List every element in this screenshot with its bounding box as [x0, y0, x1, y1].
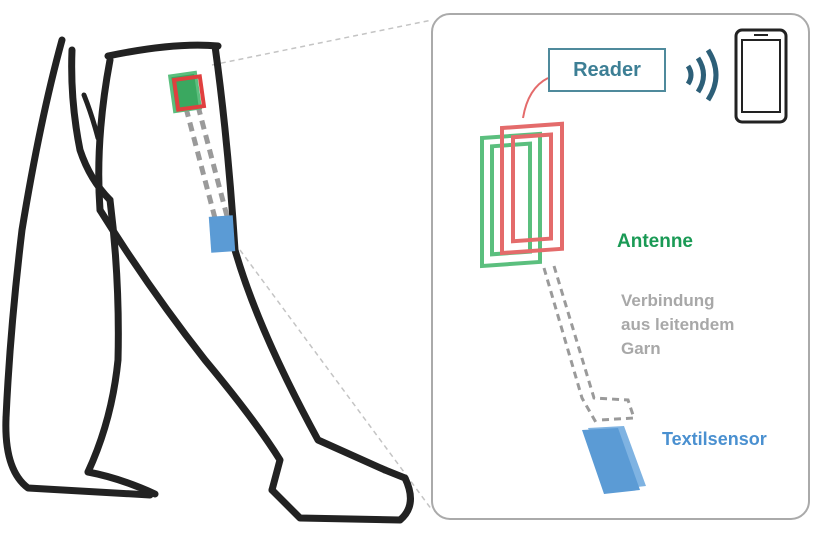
zoom-panel — [431, 13, 810, 520]
front-shoe — [268, 466, 414, 524]
crotch-seam — [95, 56, 114, 214]
textilsensor-label: Textilsensor — [662, 429, 767, 449]
antenne-label: Antenne — [617, 231, 693, 252]
trouser-legs — [2, 36, 414, 524]
zoom-guide-top — [211, 19, 433, 66]
verbindung-label: Verbindung aus leitendem Garn — [621, 289, 734, 361]
rear-shoe-top — [84, 468, 159, 498]
waist-line — [104, 41, 222, 60]
leg-textile-sensor — [208, 215, 236, 253]
antenna-red-loop — [500, 121, 564, 256]
textile-sensor-large — [582, 426, 646, 494]
smartphone-icon — [734, 28, 788, 124]
wifi-signal-icon — [685, 48, 719, 102]
reader-box: Reader — [548, 48, 666, 92]
zoom-guide-lines — [211, 19, 433, 511]
leg-connection-1 — [183, 107, 219, 223]
verbindung-line-2: aus leitendem — [621, 315, 735, 334]
rear-leg-back-edge — [2, 36, 66, 422]
yarn-connection — [542, 265, 637, 427]
leg-antenna-red — [171, 74, 207, 112]
leg-sensor-system — [167, 70, 236, 253]
verbindung-line-3: Garn — [621, 339, 661, 358]
front-leg-back-edge — [96, 206, 284, 494]
antenna-large — [480, 121, 564, 269]
reader-connector-line — [522, 77, 549, 119]
verbindung-line-1: Verbindung — [621, 291, 715, 310]
leg-connection-2 — [195, 105, 231, 221]
pocket-line — [81, 92, 101, 141]
rear-shoe-bottom — [2, 414, 154, 499]
reader-label: Reader — [573, 58, 641, 81]
rear-leg-front-edge — [84, 196, 122, 476]
zoom-guide-bottom — [239, 249, 433, 511]
